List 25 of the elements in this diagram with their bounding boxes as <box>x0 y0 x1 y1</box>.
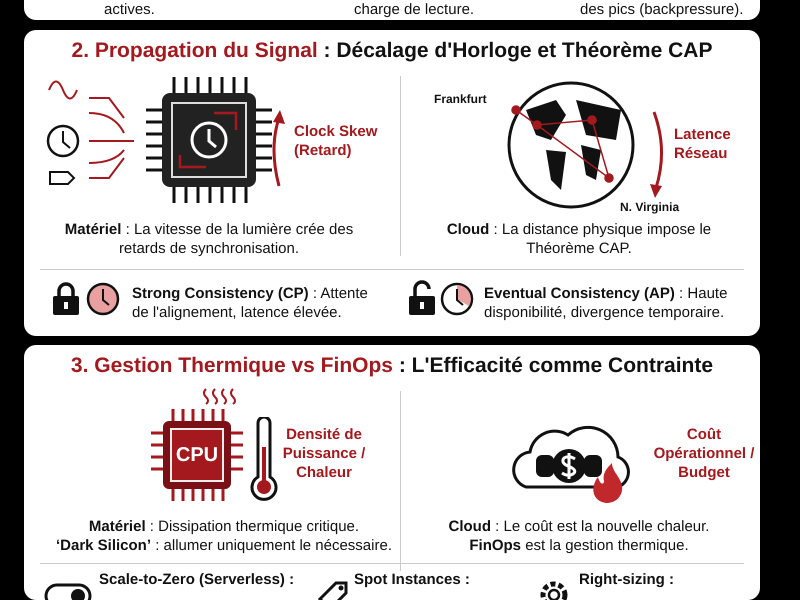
annotation-text: Clock Skew (Retard) <box>294 122 378 160</box>
description-text: ‘Dark Silicon’ : allumer uniquement le nécessaire. <box>54 536 393 555</box>
chip-label: CPU <box>174 444 220 466</box>
description-text: Cloud : Le coût est la nouvelle chaleur. <box>448 517 710 536</box>
item-heading: Right-sizing : <box>579 570 675 589</box>
section-heading: 2. Propagation du Signal : Décalage d'Horloge et Théorème CAP <box>70 38 714 64</box>
description-text: charge de lecture. <box>354 0 476 19</box>
city-label: Frankfurt <box>434 91 488 108</box>
description-text: Cloud : La distance physique impose le Théorème CAP. <box>446 220 712 258</box>
description-text: actives. <box>104 0 156 19</box>
section-panel <box>24 30 760 336</box>
annotation-text: Densité de Puissance / Chaleur <box>282 425 366 482</box>
item-heading: Scale-to-Zero (Serverless) : <box>99 570 296 589</box>
description-text: FinOps est la gestion thermique. <box>468 536 690 555</box>
description-text: Matériel : La vitesse de la lumière crée des retards de synchronisation. <box>64 220 354 258</box>
item-heading: Spot Instances : <box>354 570 471 589</box>
annotation-text: Latence Réseau <box>674 125 732 163</box>
city-label: N. Virginia <box>620 199 680 216</box>
description-text: des pics (backpressure). <box>580 0 744 19</box>
section-panel <box>24 345 760 600</box>
description-text: Eventual Consistency (AP) : Haute disponibilité, divergence temporaire. <box>484 284 728 322</box>
annotation-text: Coût Opérationnel / Budget <box>652 425 756 482</box>
description-text: Strong Consistency (CP) : Attente de l'alignement, latence élevée. <box>132 284 369 322</box>
section-heading: 3. Gestion Thermique vs FinOps : L'Efficacité comme Contrainte <box>70 353 714 379</box>
description-text: Matériel : Dissipation thermique critique. <box>88 517 360 536</box>
